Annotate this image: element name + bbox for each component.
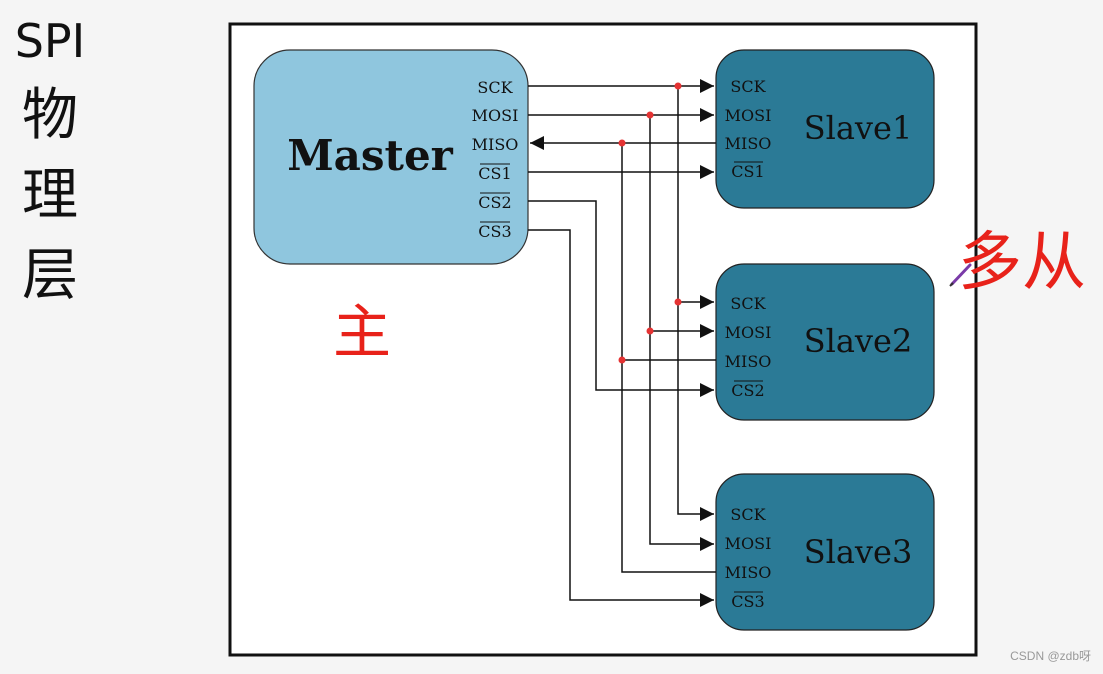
master-pin-sck: SCK bbox=[477, 78, 513, 97]
junction-sck-1 bbox=[674, 82, 682, 90]
slave3-pin-cs: CS3 bbox=[731, 592, 764, 611]
slave1-label: Slave1 bbox=[804, 109, 913, 147]
slave1-block bbox=[715, 49, 935, 209]
wire-mosi-to-slave3 bbox=[649, 331, 714, 551]
slave1-pin-miso: MISO bbox=[725, 134, 772, 153]
slave1-pin-cs: CS1 bbox=[731, 162, 764, 181]
annotation-master-note: 主 bbox=[333, 298, 391, 366]
slave1-pin-mosi: MOSI bbox=[725, 106, 772, 125]
title-char-wu: 物 bbox=[22, 83, 78, 148]
junction-miso-1 bbox=[618, 139, 626, 147]
slave3-pin-miso: MISO bbox=[725, 563, 772, 582]
master-pin-cs1: CS1 bbox=[478, 164, 511, 183]
wire-cs2 bbox=[528, 200, 714, 397]
slave2-pin-sck: SCK bbox=[730, 294, 766, 313]
slave1-pin-sck: SCK bbox=[730, 77, 766, 96]
slave2-pin-mosi: MOSI bbox=[725, 323, 772, 342]
slave3-label: Slave3 bbox=[804, 533, 913, 571]
vertical-title: SPI 物 理 层 bbox=[0, 0, 100, 674]
watermark: CSDN @zdb呀 bbox=[1010, 649, 1091, 663]
junction-mosi-2 bbox=[646, 327, 654, 335]
pen-cursor-icon bbox=[949, 263, 972, 287]
junction-miso-2 bbox=[618, 356, 626, 364]
title-char-ceng: 层 bbox=[22, 243, 78, 308]
master-pin-cs3: CS3 bbox=[478, 222, 511, 241]
wire-sck-to-slave3 bbox=[677, 302, 714, 521]
master-pin-cs2: CS2 bbox=[478, 193, 511, 212]
master-label: Master bbox=[287, 131, 453, 180]
slave2-pin-cs: CS2 bbox=[731, 381, 764, 400]
master-pin-miso: MISO bbox=[472, 135, 519, 154]
wire-cs3 bbox=[528, 229, 714, 607]
junction-dots bbox=[618, 82, 682, 364]
junction-sck-2 bbox=[674, 298, 682, 306]
wire-miso-from-slave3 bbox=[621, 360, 716, 573]
title-spi: SPI bbox=[14, 14, 86, 68]
master-pin-mosi: MOSI bbox=[472, 106, 519, 125]
title-char-li: 理 bbox=[22, 163, 78, 228]
slave3-pin-mosi: MOSI bbox=[725, 534, 772, 553]
slave2-block bbox=[715, 263, 935, 421]
slave3-block bbox=[715, 473, 935, 631]
master-block bbox=[253, 49, 529, 265]
slave2-pin-miso: MISO bbox=[725, 352, 772, 371]
annotation-slave-note: 多从 bbox=[958, 226, 1086, 300]
slave2-label: Slave2 bbox=[804, 322, 913, 360]
junction-mosi-1 bbox=[646, 111, 654, 119]
slave3-pin-sck: SCK bbox=[730, 505, 766, 524]
